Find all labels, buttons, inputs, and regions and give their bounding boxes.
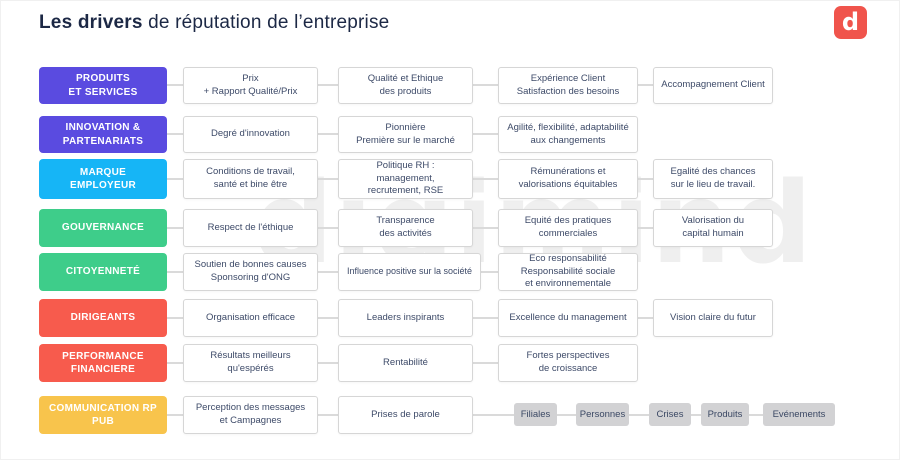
driver-box: Accompagnement Client — [653, 67, 773, 104]
connector-line — [318, 84, 338, 86]
driver-box: Rémunérations et valorisations équitable… — [498, 159, 638, 199]
connector-line — [638, 227, 653, 229]
chip-personnes: Personnes — [576, 403, 629, 426]
connector-line — [557, 414, 576, 416]
chip-produits: Produits — [701, 403, 749, 426]
connector-line — [473, 133, 498, 135]
connector-line — [638, 178, 653, 180]
category-performance-financiere: PERFORMANCE FINANCIERE — [39, 344, 167, 382]
driver-box: Résultats meilleurs qu'espérés — [183, 344, 318, 382]
connector-line — [167, 414, 183, 416]
driver-box: Degré d'innovation — [183, 116, 318, 153]
chip-filiales: Filiales — [514, 403, 557, 426]
chip-evenements: Evénements — [763, 403, 835, 426]
connector-line — [473, 84, 498, 86]
connector-line — [638, 317, 653, 319]
category-marque-employeur: MARQUE EMPLOYEUR — [39, 159, 167, 199]
category-citoyennete: CITOYENNETÉ — [39, 253, 167, 291]
category-gouvernance: GOUVERNANCE — [39, 209, 167, 247]
driver-box: Fortes perspectives de croissance — [498, 344, 638, 382]
connector-line — [481, 271, 498, 273]
category-dirigeants: DIRIGEANTS — [39, 299, 167, 337]
driver-box: Expérience Client Satisfaction des besoi… — [498, 67, 638, 104]
driver-box: Prises de parole — [338, 396, 473, 434]
driver-box: Valorisation du capital humain — [653, 209, 773, 247]
driver-box: Eco responsabilité Responsabilité social… — [498, 253, 638, 291]
category-communication-rp-pub: COMMUNICATION RP PUB — [39, 396, 167, 434]
driver-box: Soutien de bonnes causes Sponsoring d'ON… — [183, 253, 318, 291]
category-produits-et-services: PRODUITS ET SERVICES — [39, 67, 167, 104]
brand-logo-icon: d — [834, 6, 867, 39]
connector-line — [749, 414, 763, 416]
connector-line — [629, 414, 649, 416]
driver-box: Excellence du management — [498, 299, 638, 337]
driver-box: Leaders inspirants — [338, 299, 473, 337]
connector-line — [473, 178, 498, 180]
connector-line — [473, 362, 498, 364]
connector-line — [318, 133, 338, 135]
page-title-bold: Les drivers — [39, 12, 143, 33]
driver-box: Politique RH : management, recrutement, … — [338, 159, 473, 199]
driver-box: Qualité et Ethique des produits — [338, 67, 473, 104]
connector-line — [167, 178, 183, 180]
connector-line — [318, 178, 338, 180]
connector-line — [691, 414, 701, 416]
connector-line — [318, 271, 338, 273]
driver-box: Rentabilité — [338, 344, 473, 382]
connector-line — [473, 414, 514, 416]
connector-line — [318, 227, 338, 229]
driver-box: Vision claire du futur — [653, 299, 773, 337]
driver-box: Pionnière Première sur le marché — [338, 116, 473, 153]
driver-box: Conditions de travail, santé et bine êtr… — [183, 159, 318, 199]
connector-line — [167, 227, 183, 229]
connector-line — [167, 271, 183, 273]
connector-line — [167, 362, 183, 364]
driver-box: Equité des pratiques commerciales — [498, 209, 638, 247]
connector-line — [167, 317, 183, 319]
connector-line — [473, 227, 498, 229]
driver-box: Prix + Rapport Qualité/Prix — [183, 67, 318, 104]
connector-line — [167, 133, 183, 135]
page-title-rest: de réputation de l’entreprise — [142, 12, 390, 33]
driver-box: Egalité des chances sur le lieu de trava… — [653, 159, 773, 199]
connector-line — [318, 362, 338, 364]
driver-box: Agilité, flexibilité, adaptabilité aux c… — [498, 116, 638, 153]
driver-box: Respect de l'éthique — [183, 209, 318, 247]
driver-box: Perception des messages et Campagnes — [183, 396, 318, 434]
driver-box: Organisation efficace — [183, 299, 318, 337]
category-innovation-partenariats: INNOVATION & PARTENARIATS — [39, 116, 167, 153]
chip-crises: Crises — [649, 403, 691, 426]
driver-box: Transparence des activités — [338, 209, 473, 247]
connector-line — [318, 317, 338, 319]
connector-line — [167, 84, 183, 86]
connector-line — [318, 414, 338, 416]
page-title: Les drivers de réputation de l’entrepris… — [39, 12, 389, 34]
connector-line — [638, 84, 653, 86]
connector-line — [473, 317, 498, 319]
driver-box: Influence positive sur la société — [338, 253, 481, 291]
